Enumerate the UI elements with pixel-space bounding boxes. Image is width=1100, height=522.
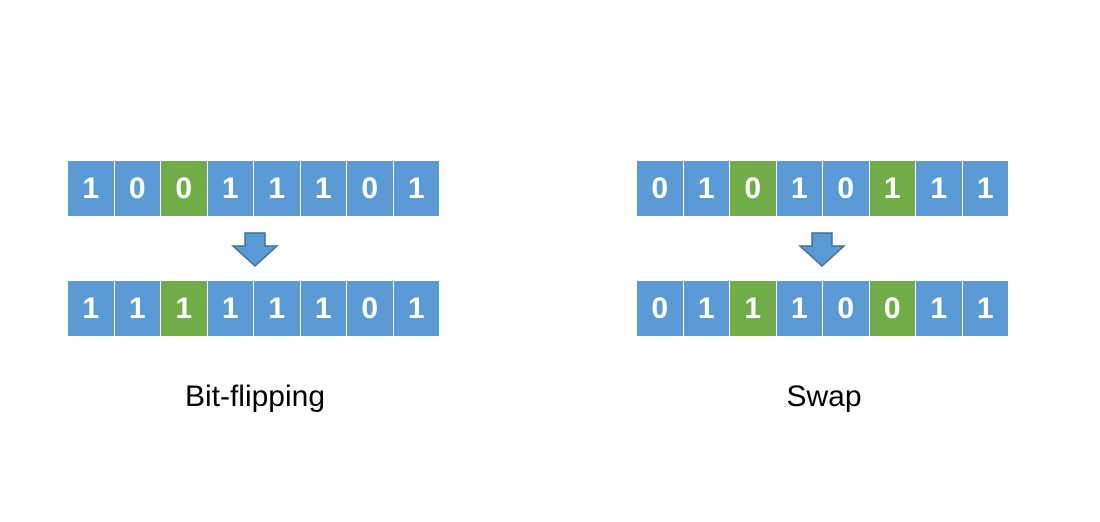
bit-cell: 1 (300, 281, 346, 336)
highlighted-bit-cell: 1 (730, 281, 776, 336)
bit-cell: 1 (776, 281, 822, 336)
bit-cell: 0 (347, 281, 393, 336)
down-arrow-icon (231, 232, 279, 268)
bit-cell: 1 (68, 281, 114, 336)
bit-cell: 1 (916, 161, 962, 216)
bit-cell: 1 (207, 281, 253, 336)
bit-cell: 0 (823, 281, 869, 336)
highlighted-bit-cell: 1 (869, 161, 915, 216)
highlighted-bit-cell: 0 (730, 161, 776, 216)
bit-cell: 1 (776, 161, 822, 216)
bit-cell: 1 (254, 161, 300, 216)
bit-cell: 0 (347, 161, 393, 216)
bit-cell: 1 (393, 161, 439, 216)
bit-flipping-panel: 1 0 0 1 1 1 0 1 1 1 1 1 1 1 0 1 Bit-flip… (68, 0, 448, 522)
bit-cell: 1 (254, 281, 300, 336)
after-bit-row: 1 1 1 1 1 1 0 1 (68, 281, 439, 336)
bit-cell: 1 (300, 161, 346, 216)
highlighted-bit-cell: 0 (869, 281, 915, 336)
highlighted-bit-cell: 1 (161, 281, 207, 336)
highlighted-bit-cell: 0 (161, 161, 207, 216)
before-bit-row: 0 1 0 1 0 1 1 1 (637, 161, 1008, 216)
bit-cell: 1 (916, 281, 962, 336)
bit-cell: 1 (207, 161, 253, 216)
swap-caption: Swap (786, 380, 862, 413)
bit-cell: 0 (637, 161, 683, 216)
bit-cell: 1 (962, 161, 1008, 216)
bit-cell: 1 (114, 281, 160, 336)
bit-cell: 1 (683, 281, 729, 336)
bit-cell: 0 (637, 281, 683, 336)
bit-cell: 0 (114, 161, 160, 216)
swap-panel: 0 1 0 1 0 1 1 1 0 1 1 1 0 0 1 1 Swap (637, 0, 1017, 522)
bit-cell: 1 (393, 281, 439, 336)
bit-flipping-caption: Bit-flipping (184, 380, 326, 413)
after-bit-row: 0 1 1 1 0 0 1 1 (637, 281, 1008, 336)
before-bit-row: 1 0 0 1 1 1 0 1 (68, 161, 439, 216)
bit-cell: 0 (823, 161, 869, 216)
bit-cell: 1 (683, 161, 729, 216)
down-arrow-icon (798, 232, 846, 268)
bit-cell: 1 (962, 281, 1008, 336)
bit-cell: 1 (68, 161, 114, 216)
